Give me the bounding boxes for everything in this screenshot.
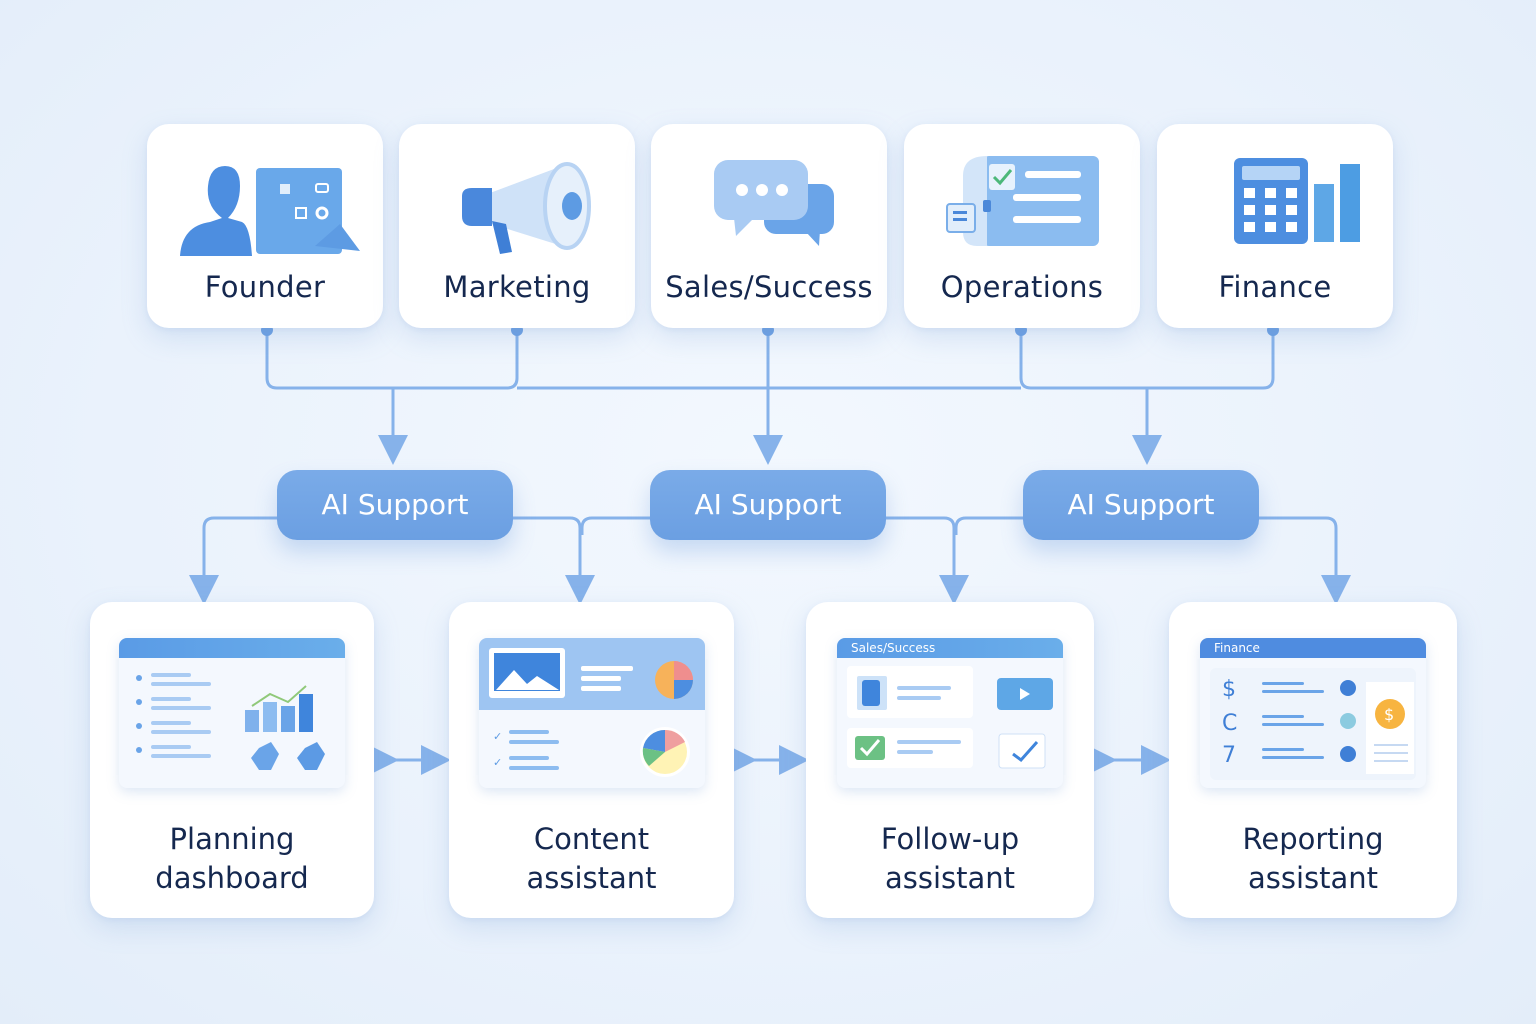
role-label: Marketing [443, 270, 591, 304]
calculator-chart-icon [1234, 158, 1360, 244]
role-label: Finance [1218, 270, 1332, 304]
branch-ai2-right [884, 516, 969, 605]
role-label: Operations [940, 270, 1104, 304]
planning-chart-icon [136, 673, 325, 770]
role-card-sales-success[interactable]: Sales/Success [651, 124, 887, 328]
follow-up-widgets-icon [847, 666, 1053, 769]
mock-window-title: Finance [1200, 638, 1426, 658]
checklist-icon [946, 156, 1099, 246]
branch-ai2-left [580, 516, 652, 535]
content-media-icon: ✓ ✓ [478, 638, 705, 777]
connector-founder [265, 330, 519, 390]
ai-support-node[interactable]: AI Support [650, 470, 886, 540]
mock-window-title: Sales/Success [837, 638, 1063, 658]
role-card-marketing[interactable]: Marketing [399, 124, 635, 328]
role-card-finance[interactable]: Finance [1157, 124, 1393, 328]
role-card-operations[interactable]: Operations [904, 124, 1140, 328]
ai-support-node[interactable]: AI Support [277, 470, 513, 540]
megaphone-icon [462, 162, 591, 254]
branch-ai1-right [510, 516, 595, 605]
svg-text:$: $ [1384, 705, 1394, 724]
founder-planning-icon [180, 166, 360, 256]
chat-bubbles-icon [714, 160, 834, 246]
connector-ops-finance [1019, 330, 1275, 390]
branch-ai1-left [189, 516, 278, 605]
branch-ai3-right [1256, 516, 1351, 605]
branch-ai3-left [954, 516, 1024, 535]
content-preview: ✓ ✓ [478, 638, 705, 788]
role-label: Founder [204, 270, 326, 304]
role-card-founder[interactable]: Founder [147, 124, 383, 328]
row-symbol: $ [1222, 677, 1236, 702]
svg-text:✓: ✓ [493, 756, 502, 769]
reporting-rows-icon: $ C 7 $ [1210, 668, 1416, 780]
finance-preview: Finance $ C 7 $ [1200, 638, 1426, 788]
role-label: Sales/Success [665, 270, 873, 304]
dashboard-preview [119, 638, 345, 788]
row-symbol: 7 [1222, 743, 1236, 768]
sales-preview: Sales/Success [837, 638, 1063, 788]
svg-text:✓: ✓ [493, 730, 502, 743]
window-title-bar [119, 638, 345, 658]
ai-support-node[interactable]: AI Support [1023, 470, 1259, 540]
row-symbol: C [1222, 711, 1237, 736]
